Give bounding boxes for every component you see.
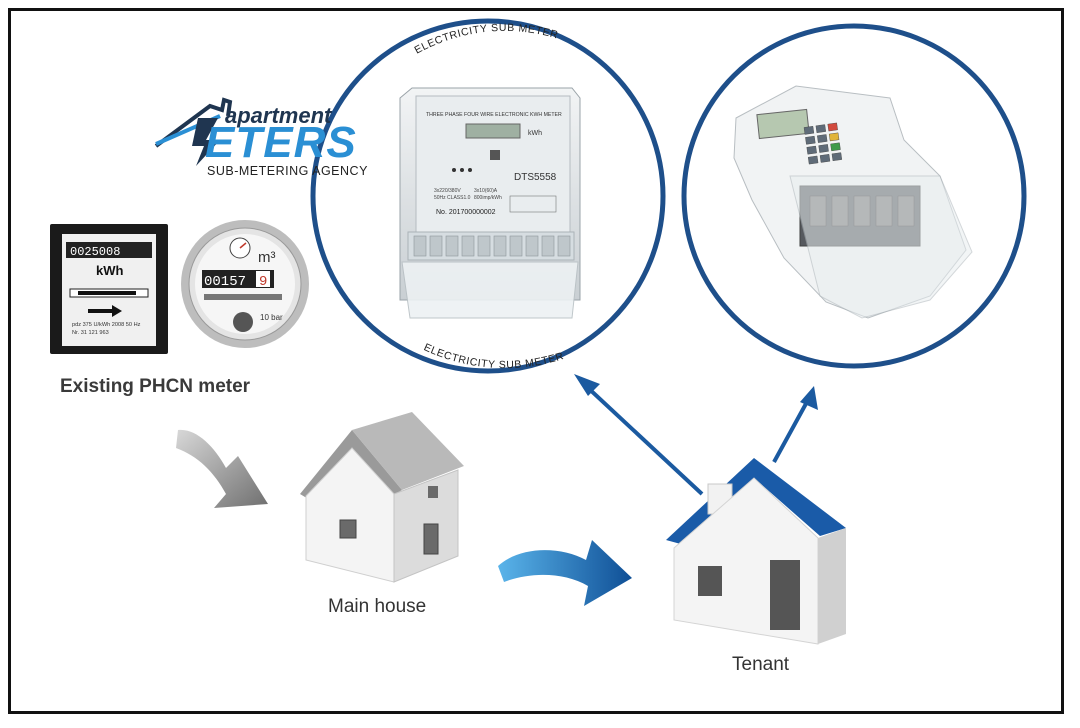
svg-text:Nr. 31 121 963: Nr. 31 121 963 [72, 330, 109, 336]
arrow-tenant-to-meter-2 [772, 386, 818, 463]
main-house-icon [300, 412, 464, 583]
water-red-digit: 9 [259, 274, 267, 290]
water-digits: 00157 [204, 274, 246, 290]
existing-meter-label: Existing PHCN meter [60, 376, 251, 397]
outer-frame [8, 8, 1064, 714]
ring-1 [310, 18, 666, 374]
logo-tagline: SUB-METERING AGENCY [207, 164, 368, 178]
kwh-unit: kWh [96, 263, 124, 278]
tenant-house-icon [666, 458, 846, 645]
meter-model-text: DTS5558 [514, 172, 557, 183]
arrow-existing-to-main [176, 429, 268, 508]
kwh-digits: 0025008 [70, 245, 120, 259]
prepaid-meter-image [733, 85, 973, 319]
logo-wordmark-top: apartment [225, 103, 332, 128]
arrow-tenant-to-meter-1 [574, 374, 704, 496]
arrow-main-to-tenant [498, 540, 632, 606]
meter-header-text: THREE PHASE FOUR WIRE ELECTRONIC KWH MET… [426, 112, 562, 118]
kwh-meter-image: 0025008 kWh pdz 375 U/kWh 2008 50 Hz Nr.… [50, 224, 168, 354]
sub-meter-circle-2 [681, 23, 1027, 369]
tenant-label: Tenant [732, 654, 790, 675]
ring-2 [681, 23, 1027, 369]
svg-text:800imp/kWh: 800imp/kWh [474, 195, 502, 201]
water-pressure: 10 bar [260, 313, 283, 322]
svg-text:3x10(60)A: 3x10(60)A [474, 188, 498, 194]
three-phase-meter-image: THREE PHASE FOUR WIRE ELECTRONIC KWH MET… [399, 87, 581, 319]
svg-text:50Hz CLASS1.0: 50Hz CLASS1.0 [434, 195, 471, 201]
water-unit: m³ [258, 249, 276, 266]
main-house-label: Main house [328, 596, 427, 617]
meter-unit-text: kWh [528, 130, 542, 137]
meter-serial-text: No. 201700000002 [436, 209, 496, 216]
svg-text:3x220/380V: 3x220/380V [434, 188, 461, 194]
logo-wordmark-main: ETERS [205, 118, 357, 167]
water-meter-image: m³ 00157 9 10 bar [181, 220, 309, 348]
logo-mark [154, 97, 233, 166]
svg-text:pdz 375 U/kWh 2008 50 Hz: pdz 375 U/kWh 2008 50 Hz [72, 322, 141, 328]
sub-meter-circle-1 [310, 18, 666, 374]
